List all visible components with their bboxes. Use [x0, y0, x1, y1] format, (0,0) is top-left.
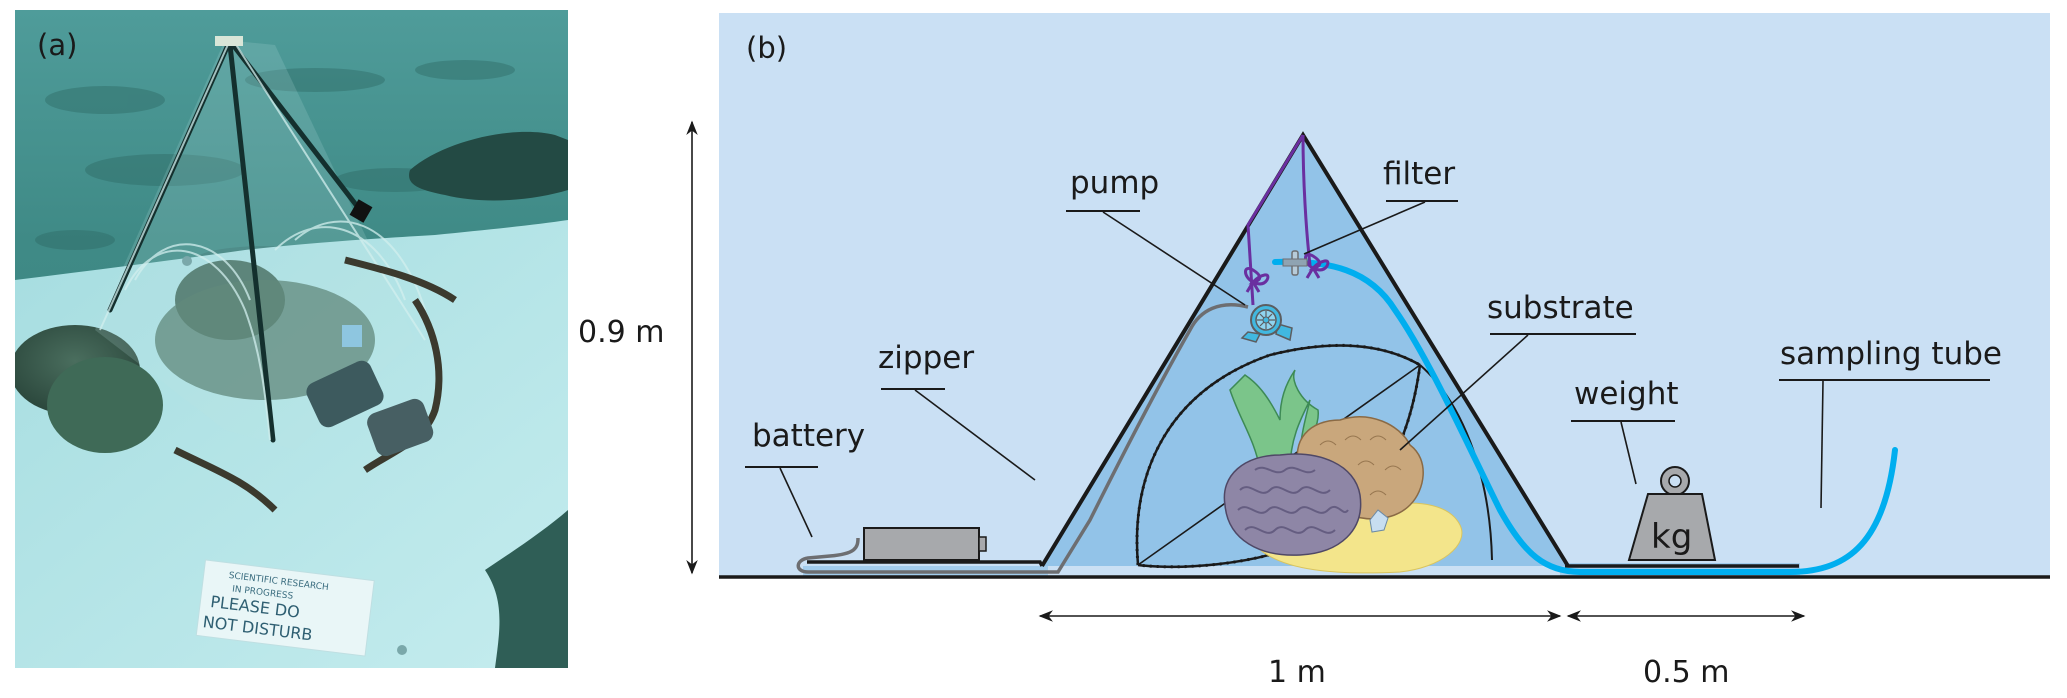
pump-cable: [796, 303, 1249, 574]
battery-leader: [779, 467, 813, 538]
chamber-tent: [1042, 135, 1568, 566]
sampling-tube: [1272, 258, 1898, 575]
panel-a-tag: (a): [37, 28, 77, 62]
zipper-leader: [914, 389, 1036, 481]
pump-leader: [1102, 211, 1246, 306]
weight-icon: kg: [1627, 466, 1717, 561]
panel-b-tag: (b): [746, 31, 787, 65]
photo-panel-a: SCIENTIFIC RESEARCH IN PROGRESS PLEASE D…: [15, 10, 568, 668]
skirt-dimension-label: 0.5 m: [1643, 655, 1729, 690]
sampling-tube-leader: [1820, 380, 1824, 509]
filter-leader: [1303, 201, 1426, 255]
label-battery: battery: [752, 418, 865, 454]
seabed-corner: [485, 510, 568, 668]
rock-outcrop: [409, 131, 568, 201]
substrate-leader: [1399, 334, 1529, 451]
warning-sign: SCIENTIFIC RESEARCH IN PROGRESS PLEASE D…: [195, 559, 375, 657]
shell: [1369, 509, 1389, 533]
cord-bows: [1244, 253, 1330, 293]
label-zipper: zipper: [878, 340, 974, 376]
label-sampling-tube: sampling tube: [1780, 336, 2002, 372]
height-dimension-label: 0.9 m: [578, 315, 664, 350]
weight-leader: [1620, 421, 1637, 485]
chamber-sheet: [95, 40, 415, 450]
label-weight: weight: [1574, 376, 1679, 412]
tarp-grommet: [397, 645, 407, 655]
left-skirt-edge: [807, 560, 1044, 567]
chamber-apex-cap: [215, 36, 243, 46]
pole-clip: [349, 199, 373, 223]
coral-patch: [155, 280, 375, 400]
weight-unit-label: kg: [1651, 517, 1692, 557]
battery-icon: [863, 527, 987, 561]
rock-front: [47, 357, 163, 453]
base-dimension-label: 1 m: [1268, 655, 1326, 690]
battery-packs: [342, 325, 362, 347]
pump-housing: [306, 325, 434, 457]
underwater-photo: SCIENTIFIC RESEARCH IN PROGRESS PLEASE D…: [15, 10, 568, 668]
tarp-grommet: [182, 256, 192, 266]
label-substrate: substrate: [1487, 290, 1634, 326]
filter-icon: [1282, 250, 1308, 276]
label-pump: pump: [1070, 165, 1159, 201]
pump-icon: [1240, 304, 1293, 343]
brain-coral: [1223, 453, 1362, 556]
label-filter: filter: [1383, 156, 1455, 192]
